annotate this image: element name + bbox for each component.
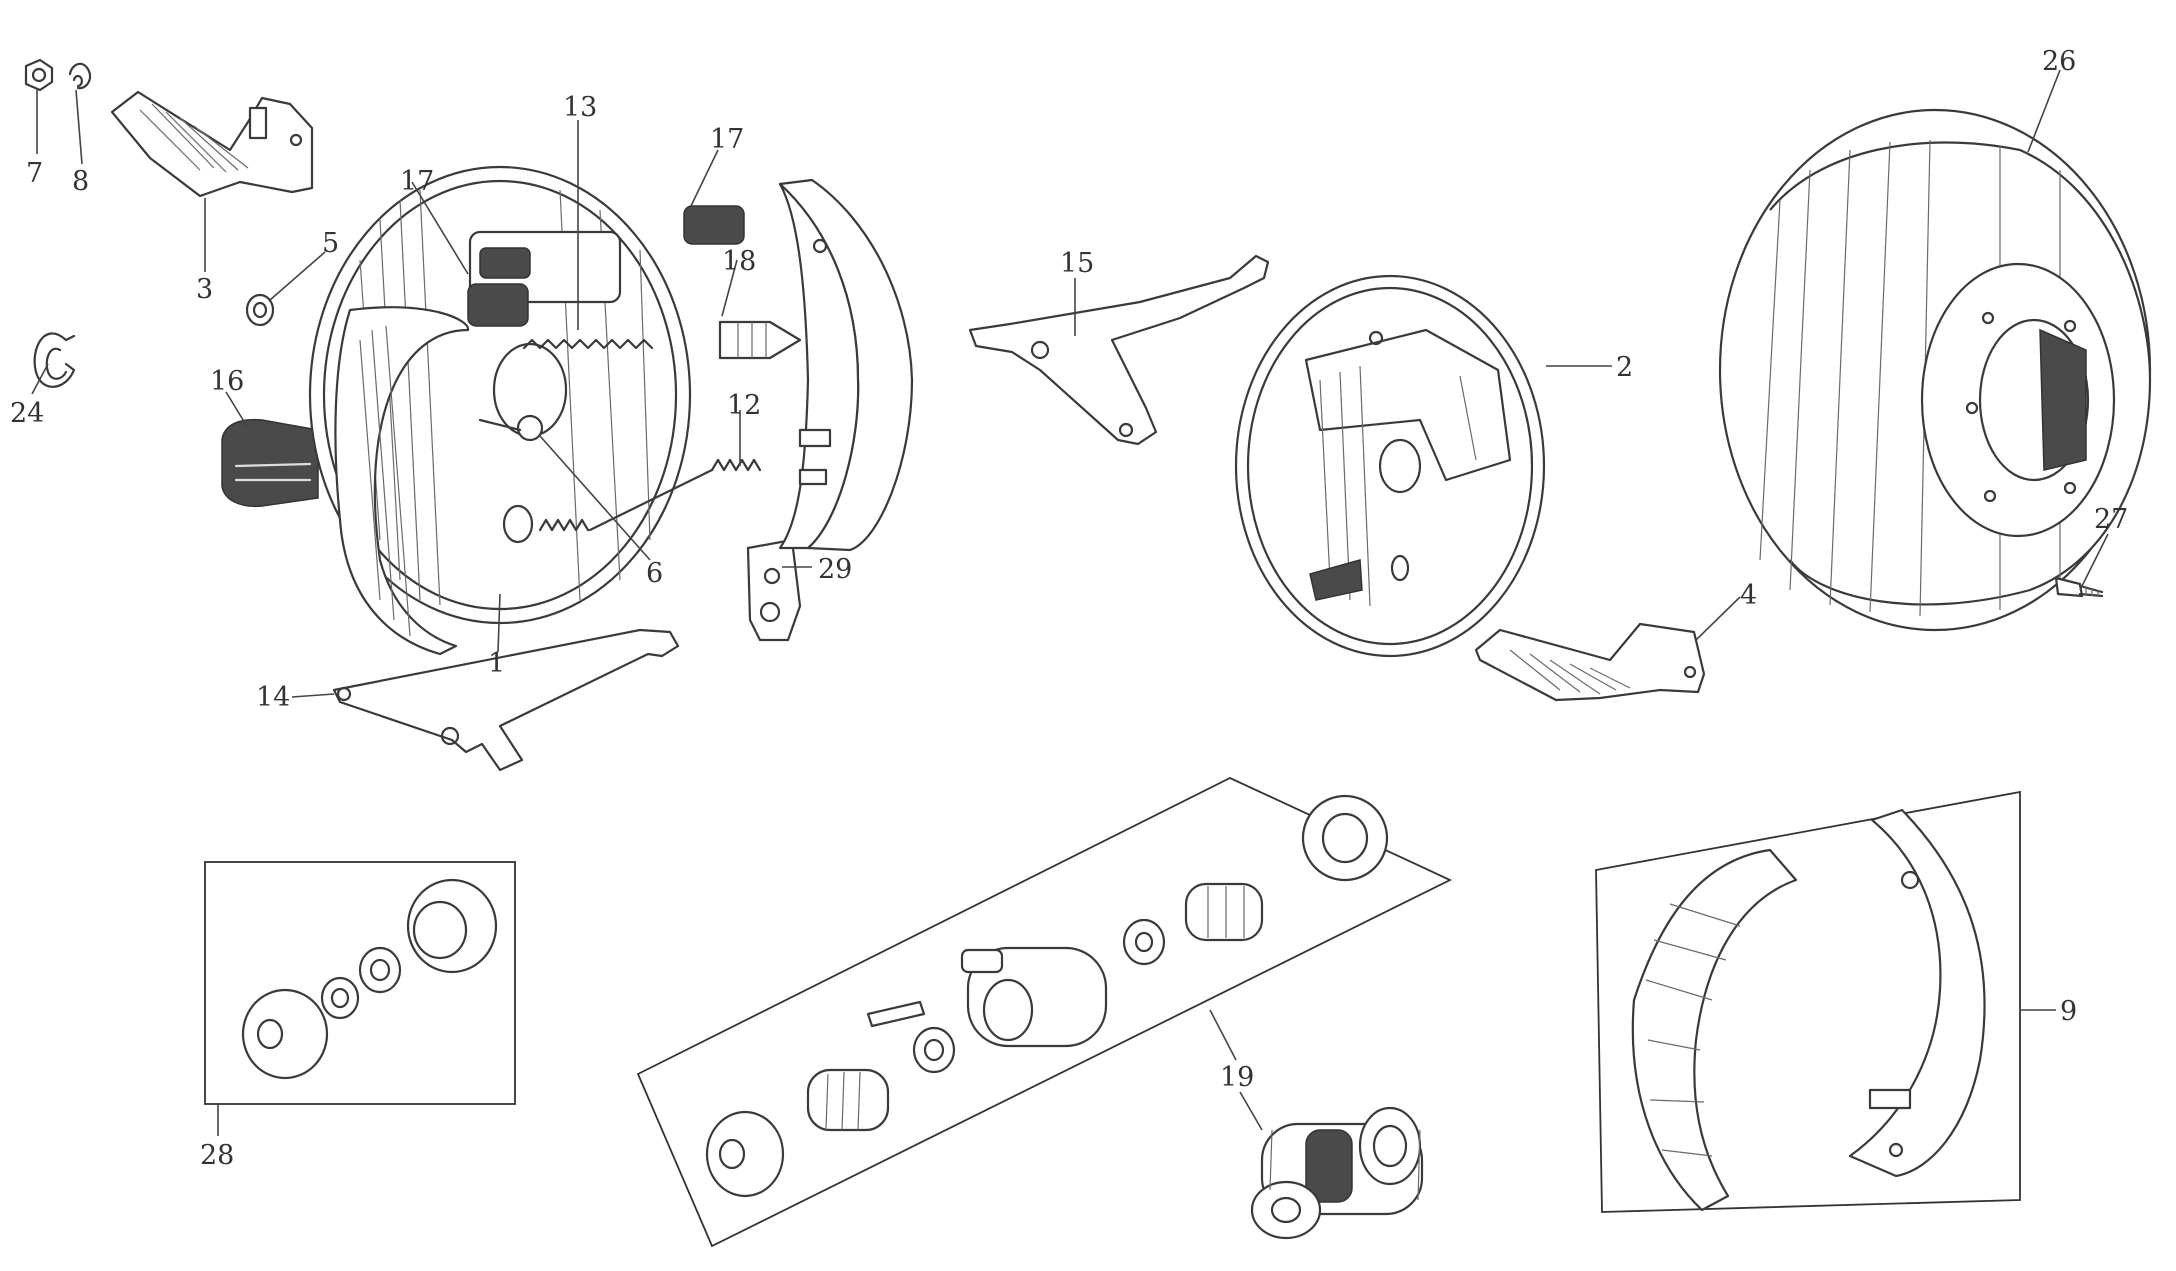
part-24-circlip <box>33 332 76 388</box>
callout-2: 2 <box>1616 352 1633 383</box>
part-26-brake-drum <box>1718 108 2152 632</box>
part-15-lever <box>968 254 1270 446</box>
backplate-assembly-left <box>308 165 802 656</box>
callout-7: 7 <box>26 158 43 189</box>
part-2-backplate <box>1234 274 1546 658</box>
leader-lines <box>31 69 2109 1136</box>
callout-4: 4 <box>1740 580 1757 611</box>
callout-18: 18 <box>722 246 756 277</box>
callout-3: 3 <box>196 274 213 305</box>
callout-19: 19 <box>1220 1062 1254 1093</box>
callout-27: 27 <box>2094 504 2128 535</box>
part-16-boot <box>221 418 319 508</box>
callout-13: 13 <box>563 92 597 123</box>
wheel-cylinder-assembled <box>1250 1106 1424 1240</box>
part-14-lever <box>332 628 680 772</box>
part-4-bracket <box>1474 622 1706 702</box>
part-3-bracket <box>110 90 314 198</box>
part-5-washer <box>245 293 275 327</box>
callout-8: 8 <box>72 166 89 197</box>
callout-labels: 7 8 3 5 24 16 17 13 17 18 12 6 1 29 14 1… <box>10 46 2128 1171</box>
part-28-seal-kit <box>204 861 516 1105</box>
callout-14: 14 <box>256 682 290 713</box>
callout-17-right: 17 <box>710 124 744 155</box>
callout-24: 24 <box>10 398 44 429</box>
part-9-brake-shoe-kit <box>1595 790 2021 1213</box>
callout-26: 26 <box>2042 46 2076 77</box>
callout-12: 12 <box>727 390 761 421</box>
callout-28: 28 <box>200 1140 234 1171</box>
callout-5: 5 <box>322 228 339 259</box>
part-7-nut <box>24 58 54 92</box>
callout-29: 29 <box>818 554 852 585</box>
part-19-wheel-cylinder-kit <box>636 777 1453 1248</box>
part-8-lock-washer <box>68 63 91 90</box>
callout-15: 15 <box>1060 248 1094 279</box>
callout-1: 1 <box>488 648 505 679</box>
callout-16: 16 <box>210 366 244 397</box>
part-27-screw <box>2054 576 2104 598</box>
callout-9: 9 <box>2060 996 2077 1027</box>
brake-shoe-upright <box>778 178 914 552</box>
callout-6: 6 <box>646 558 663 589</box>
callout-17-left: 17 <box>400 166 434 197</box>
